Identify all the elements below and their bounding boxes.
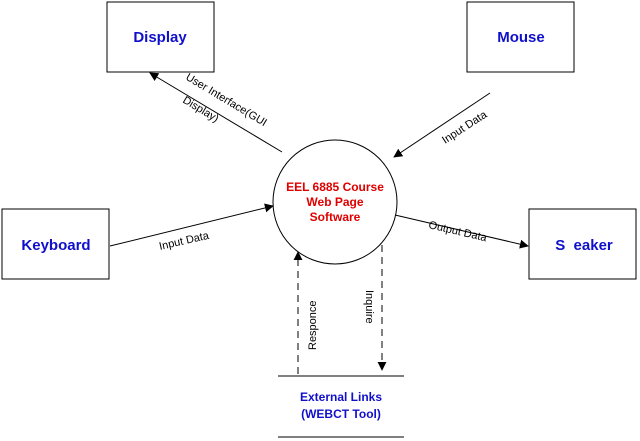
- flow-mouse-input-label: Input Data: [440, 108, 490, 146]
- process-label-line3: Software: [310, 210, 361, 224]
- flow-from-keyboard-arrow: [109, 203, 274, 247]
- flow-from-mouse-arrow: [393, 92, 491, 158]
- entity-speaker: S eaker: [528, 208, 637, 280]
- mouse-label: Mouse: [497, 29, 545, 46]
- process-circle: EEL 6885 Course Web Page Software: [272, 139, 398, 265]
- keyboard-label: Keyboard: [21, 237, 90, 254]
- flow-keyboard-input-label: Input Data: [158, 230, 211, 253]
- data-store: External Links (WEBCT Tool): [278, 375, 404, 438]
- flow-response-label: Responce: [307, 300, 319, 350]
- flow-output-label: Output Data: [427, 219, 488, 244]
- process-label-line2: Web Page: [306, 195, 363, 209]
- entity-mouse: Mouse: [466, 1, 575, 73]
- flow-to-display-arrow: [149, 72, 283, 153]
- display-label: Display: [133, 29, 187, 46]
- store-label-line1: External Links: [300, 390, 382, 404]
- mouse-box: [466, 1, 575, 73]
- store-label-line2: (WEBCT Tool): [301, 407, 381, 421]
- speaker-box: [528, 208, 637, 280]
- flow-to-speaker-arrow: [394, 214, 529, 249]
- entity-keyboard: Keyboard: [1, 208, 110, 280]
- process-label-line1: EEL 6885 Course: [286, 180, 384, 194]
- process-shape: [272, 139, 398, 265]
- display-box: [106, 1, 215, 73]
- speaker-label: S eaker: [555, 237, 613, 254]
- flow-inquire-label: Inquire: [363, 290, 375, 324]
- keyboard-box: [1, 208, 110, 280]
- entity-display: Display: [106, 1, 215, 73]
